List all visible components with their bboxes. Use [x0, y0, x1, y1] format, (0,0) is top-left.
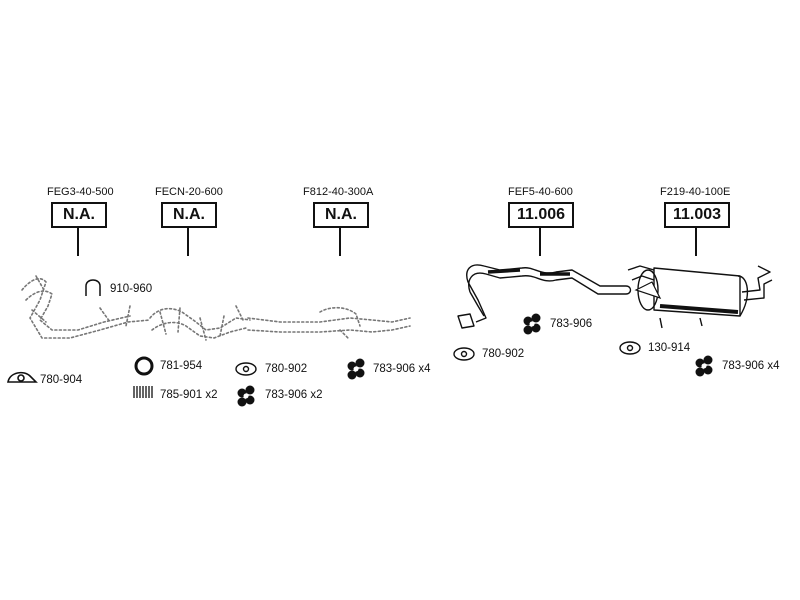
unavailable-pipe-outline [21, 275, 411, 341]
flange-gasket-icon [7, 371, 38, 383]
accessory-label-783-906: 783-906 [550, 318, 593, 330]
oval-gasket-icon-3 [619, 341, 641, 355]
rubber-hanger-icon-3 [523, 313, 541, 335]
rear-silencer-hanger [634, 281, 662, 300]
accessory-label-780-902-b: 780-902 [482, 348, 525, 360]
oval-gasket-icon-2 [453, 347, 475, 361]
part-stem-3 [339, 228, 341, 256]
rubber-hanger-icon-1 [237, 385, 255, 407]
oval-gasket-icon [235, 362, 257, 376]
rubber-hanger-icon-2 [347, 358, 365, 380]
part-price-box-3[interactable]: N.A. [313, 202, 369, 228]
part-code-3: F812-40-300A [303, 186, 374, 198]
accessory-label-780-904: 780-904 [40, 374, 83, 386]
middle-pipe-shade [487, 268, 570, 276]
part-price-box-1[interactable]: N.A. [51, 202, 107, 228]
part-stem-1 [77, 228, 79, 256]
accessory-label-783-906-x2: 783-906 x2 [265, 389, 323, 401]
clamp-u-icon [85, 279, 101, 296]
accessory-label-783-906-x4-a: 783-906 x4 [373, 363, 431, 375]
accessory-label-785-901: 785-901 x2 [160, 389, 218, 401]
part-code-1: FEG3-40-500 [47, 186, 114, 198]
part-price-box-4[interactable]: 11.006 [508, 202, 574, 228]
part-price-box-5[interactable]: 11.003 [664, 202, 730, 228]
part-code-5: F219-40-100E [660, 186, 731, 198]
part-stem-2 [187, 228, 189, 256]
part-code-4: FEF5-40-600 [508, 186, 573, 198]
ring-gasket-icon [134, 356, 154, 376]
part-stem-5 [695, 228, 697, 256]
accessory-label-781-954: 781-954 [160, 360, 203, 372]
middle-pipe [457, 264, 632, 329]
accessory-label-783-906-x4-b: 783-906 x4 [722, 360, 780, 372]
rear-silencer [627, 265, 773, 329]
accessory-label-780-902: 780-902 [265, 363, 308, 375]
part-price-box-2[interactable]: N.A. [161, 202, 217, 228]
accessory-label-910-960: 910-960 [110, 283, 153, 295]
rear-silencer-shade [659, 304, 739, 314]
part-code-2: FECN-20-600 [155, 186, 223, 198]
spring-icon [133, 386, 153, 398]
part-stem-4 [539, 228, 541, 256]
rubber-hanger-icon-4 [695, 355, 713, 377]
accessory-label-130-914: 130-914 [648, 342, 691, 354]
